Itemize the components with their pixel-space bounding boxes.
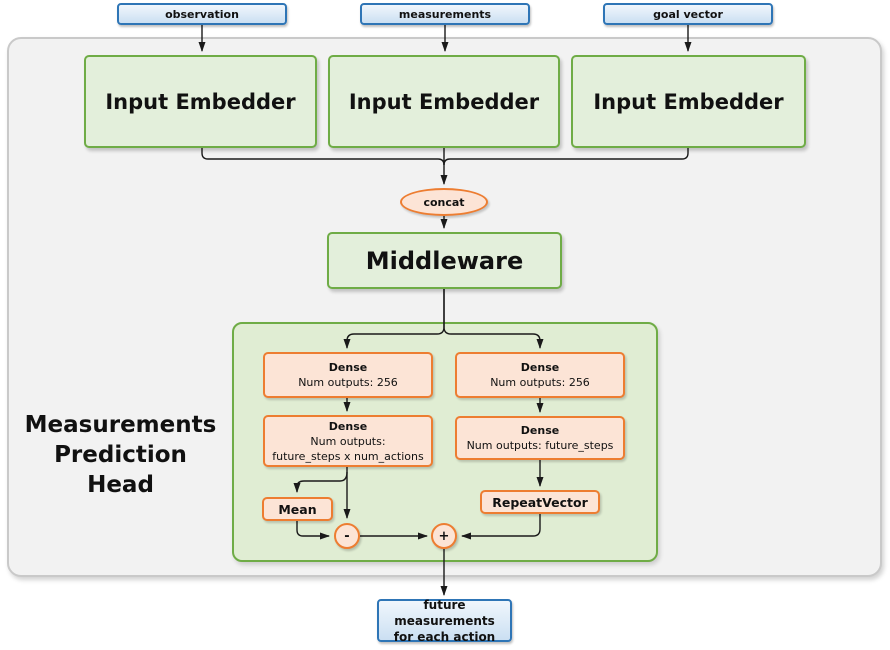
input-embedder-observation: Input Embedder xyxy=(84,55,317,148)
dense-outputs: Num outputs: future_steps xyxy=(466,439,614,452)
input-node-observation: observation xyxy=(117,3,287,25)
dense-right-1: Dense Num outputs: 256 xyxy=(455,352,625,398)
dense-left-2: Dense Num outputs: future_steps x num_ac… xyxy=(263,415,433,467)
prediction-head-title-line1: Measurements xyxy=(24,412,217,438)
output-label-line1: future measurements xyxy=(394,597,495,628)
input-node-label: measurements xyxy=(398,7,492,21)
add-operator: + xyxy=(431,523,457,549)
embedder-label: Input Embedder xyxy=(348,89,540,114)
dense-title: Dense xyxy=(520,424,560,437)
dense-outputs: Num outputs: 256 xyxy=(298,376,398,389)
dense-outputs-formula: future_steps x num_actions xyxy=(272,449,424,463)
embedder-label: Input Embedder xyxy=(105,89,296,114)
input-embedder-measurements: Input Embedder xyxy=(328,55,560,148)
repeat-vector-node: RepeatVector xyxy=(480,490,600,514)
input-node-label: observation xyxy=(165,7,239,21)
dense-right-2: Dense Num outputs: future_steps xyxy=(455,416,625,460)
mean-node: Mean xyxy=(262,497,333,521)
input-node-measurements: measurements xyxy=(360,3,530,25)
embedder-label: Input Embedder xyxy=(593,89,784,114)
middleware-node: Middleware xyxy=(327,232,562,289)
dense-outputs: Num outputs: xyxy=(310,434,386,448)
dense-outputs: Num outputs: 256 xyxy=(490,376,590,389)
output-node-future-measurements: future measurements for each action xyxy=(377,597,512,644)
input-node-goal-vector: goal vector xyxy=(603,3,773,25)
subtract-operator: - xyxy=(334,523,360,549)
prediction-head-title-line2: Prediction Head xyxy=(54,442,187,498)
middleware-label: Middleware xyxy=(365,246,524,275)
input-embedder-goal-vector: Input Embedder xyxy=(571,55,806,148)
plus-icon: + xyxy=(438,528,450,544)
prediction-head-title: Measurements Prediction Head xyxy=(18,410,223,500)
concat-label: concat xyxy=(423,195,465,209)
output-label-line2: for each action xyxy=(393,629,496,644)
dense-title: Dense xyxy=(328,361,368,374)
minus-icon: - xyxy=(344,528,350,544)
dense-title: Dense xyxy=(328,419,368,433)
concat-node: concat xyxy=(400,188,488,216)
mean-label: Mean xyxy=(278,501,317,517)
dense-title: Dense xyxy=(520,361,560,374)
input-node-label: goal vector xyxy=(653,7,723,21)
repeat-vector-label: RepeatVector xyxy=(492,494,588,510)
dense-left-1: Dense Num outputs: 256 xyxy=(263,352,433,398)
